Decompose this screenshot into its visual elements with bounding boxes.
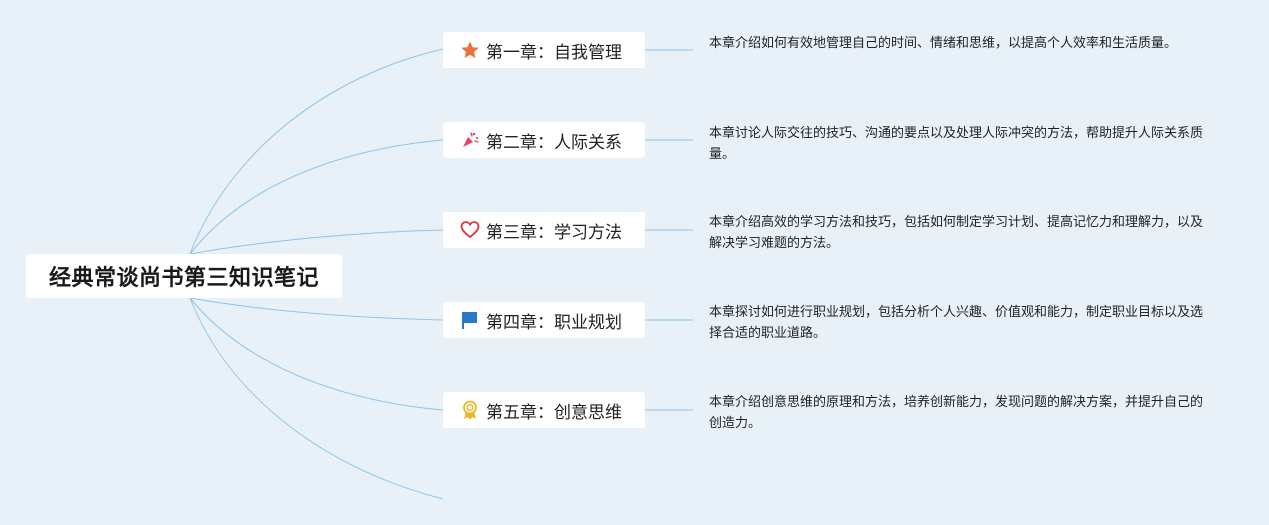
chapter-description-1: 本章介绍如何有效地管理自己的时间、情绪和思维，以提高个人效率和生活质量。 — [709, 36, 1178, 51]
root-node[interactable]: 经典常谈尚书第三知识笔记 — [26, 254, 342, 298]
chapter-node-2[interactable]: 第二章：人际关系 — [443, 122, 645, 158]
branch-connector-4 — [189, 297, 444, 321]
branch-connector-2 — [189, 139, 444, 255]
branch-connector-1 — [189, 48, 444, 255]
branch-connector-5 — [189, 297, 444, 411]
flag-icon — [459, 309, 481, 331]
chapter-description-4: 本章探讨如何进行职业规划，包括分析个人兴趣、价值观和能力，制定职业目标以及选择合… — [709, 305, 1204, 341]
chapter-description-2: 本章讨论人际交往的技巧、沟通的要点以及处理人际冲突的方法，帮助提升人际关系质量。 — [709, 126, 1204, 162]
chapter-node-5[interactable]: 第五章：创意思维 — [443, 392, 645, 428]
chapter-node-1[interactable]: 第一章：自我管理 — [443, 32, 645, 68]
chapter-node-3[interactable]: 第三章：学习方法 — [443, 212, 645, 248]
chapter-label: 第一章：自我管理 — [486, 42, 622, 63]
party-popper-icon — [459, 129, 481, 151]
award-badge-icon — [459, 399, 481, 421]
branch-connector-6 — [189, 297, 444, 500]
chapter-description-5: 本章介绍创意思维的原理和方法，培养创新能力，发现问题的解决方案，并提升自己的创造… — [709, 395, 1204, 431]
chapter-label: 第五章：创意思维 — [486, 402, 622, 423]
chapter-label: 第四章：职业规划 — [486, 312, 622, 333]
heart-icon — [459, 219, 481, 241]
chapter-node-4[interactable]: 第四章：职业规划 — [443, 302, 645, 338]
root-title: 经典常谈尚书第三知识笔记 — [48, 266, 319, 291]
chapter-label: 第三章：学习方法 — [486, 222, 622, 243]
star-icon — [459, 39, 481, 61]
branch-connector-3 — [189, 229, 444, 255]
chapter-description-3: 本章介绍高效的学习方法和技巧，包括如何制定学习计划、提高记忆力和理解力，以及解决… — [709, 215, 1204, 251]
chapter-label: 第二章：人际关系 — [486, 132, 622, 153]
